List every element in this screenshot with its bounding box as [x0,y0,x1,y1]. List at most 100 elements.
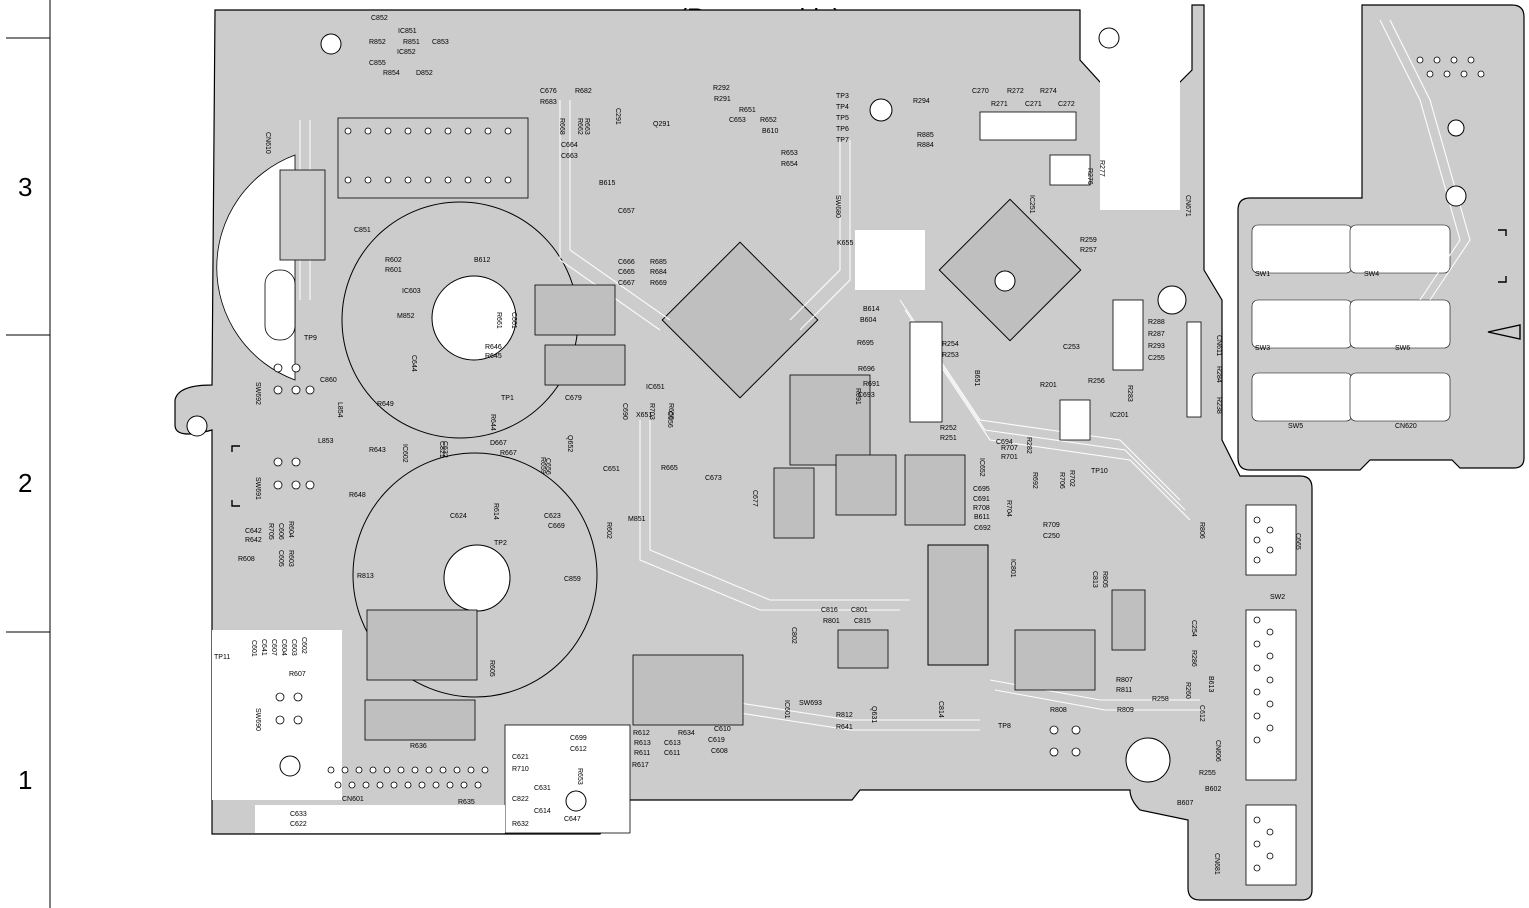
component-label: SW5 [1288,423,1303,430]
component-outlines [279,111,1297,886]
component-label-vertical: IC652 [978,458,985,477]
component-label: C653 [729,117,746,124]
component-label: TP11 [214,654,230,661]
switch-board-cutouts [1251,224,1451,422]
component-label: C271 [1025,101,1042,108]
component-label: R645 [485,353,502,360]
component-label-vertical: Q652 [566,435,573,452]
component-label: TP6 [836,126,849,133]
component-label-vertical: R663 [583,118,590,135]
component-label: R607 [289,671,306,678]
pads [273,56,1485,872]
component-label: C613 [664,740,681,747]
component-label: R613 [634,740,651,747]
component-label: R696 [858,366,875,373]
component-label: C666 [618,259,635,266]
component-label: SW693 [799,700,822,707]
component-label-vertical: R284 [1215,366,1222,383]
component-label-vertical: C814 [937,701,944,718]
component-label-vertical: Q631 [870,706,877,723]
component-label-vertical: C677 [751,490,758,507]
component-label: D852 [416,70,433,77]
component-label-vertical: CN606 [1214,740,1221,762]
component-label: C676 [540,88,557,95]
component-label: R272 [1007,88,1024,95]
component-label: R258 [1152,696,1169,703]
component-label: C851 [354,227,371,234]
component-label: R684 [650,269,667,276]
component-label: C665 [618,269,635,276]
component-label: R642 [245,537,262,544]
component-label: R601 [385,267,402,274]
component-label-vertical: C603 [290,639,297,656]
component-label: R811 [1116,687,1132,694]
component-label: C622 [290,821,307,828]
grid-axis [6,0,51,908]
component-label: R274 [1040,88,1057,95]
component-label-vertical: CN671 [1184,195,1191,217]
component-label: C695 [973,486,990,493]
component-label-vertical: R668 [558,118,565,135]
component-label-vertical: R604 [287,521,294,538]
component-label: SW4 [1364,271,1379,278]
component-label-vertical: R605 [488,660,495,677]
component-label: B615 [599,180,615,187]
component-label: CN620 [1395,423,1417,430]
component-label-vertical: R706 [1058,472,1065,489]
component-label: C694 [996,439,1013,446]
component-label: R884 [917,142,934,149]
component-label: R646 [485,344,502,351]
component-label: R691 [863,381,880,388]
component-label: M852 [397,313,415,320]
component-label-vertical: CN611 [1215,335,1222,356]
component-label: R643 [369,447,386,454]
component-label-vertical: C291 [614,108,621,125]
component-label: R648 [349,492,366,499]
component-label: R682 [575,88,592,95]
component-label: R617 [632,762,649,769]
component-label: C816 [821,607,838,614]
component-label: TP2 [494,540,507,547]
component-label: SW1 [1255,271,1270,278]
component-label-vertical: IC602 [401,444,408,463]
component-label: R636 [410,743,427,750]
component-label: R695 [857,340,874,347]
component-label-vertical: IC801 [1009,559,1016,578]
component-label: C651 [603,466,620,473]
component-label-vertical: R260 [1184,682,1191,699]
component-label: C860 [320,377,337,384]
grid-row-2-label: 2 [18,468,33,498]
component-label-vertical: C254 [1190,620,1197,637]
component-label-vertical: C665 [1294,533,1301,550]
component-label: C647 [564,816,581,823]
component-label: R707 [1001,445,1018,452]
component-label: C859 [564,576,581,583]
component-label: C614 [534,808,551,815]
component-label-vertical: C606 [277,523,284,540]
grid-row-1-label: 1 [18,765,33,795]
component-label: R651 [739,107,756,114]
component-label: C610 [714,726,731,733]
component-label: IC201 [1110,412,1129,419]
component-label-vertical: R703 [648,403,655,420]
component-label-vertical: R705 [267,523,274,540]
component-label: IC651 [646,384,665,391]
component-label: TP8 [998,723,1011,730]
component-label: CN601 [342,796,364,803]
component-label-vertical: C813 [1091,571,1098,588]
component-label: C272 [1058,101,1075,108]
corner-marks [231,229,1521,507]
component-label-vertical: CN681 [1213,853,1220,875]
component-label-vertical: IC601 [783,700,790,719]
component-label-vertical: C802 [790,627,797,644]
component-label: R652 [760,117,777,124]
component-label: B611 [974,514,990,521]
component-label: R709 [1043,522,1060,529]
component-label: IC603 [402,288,421,295]
component-label-vertical: R805 [1101,571,1108,588]
component-label: C815 [854,618,871,625]
component-label: C253 [1063,344,1080,351]
traces [299,19,1471,731]
